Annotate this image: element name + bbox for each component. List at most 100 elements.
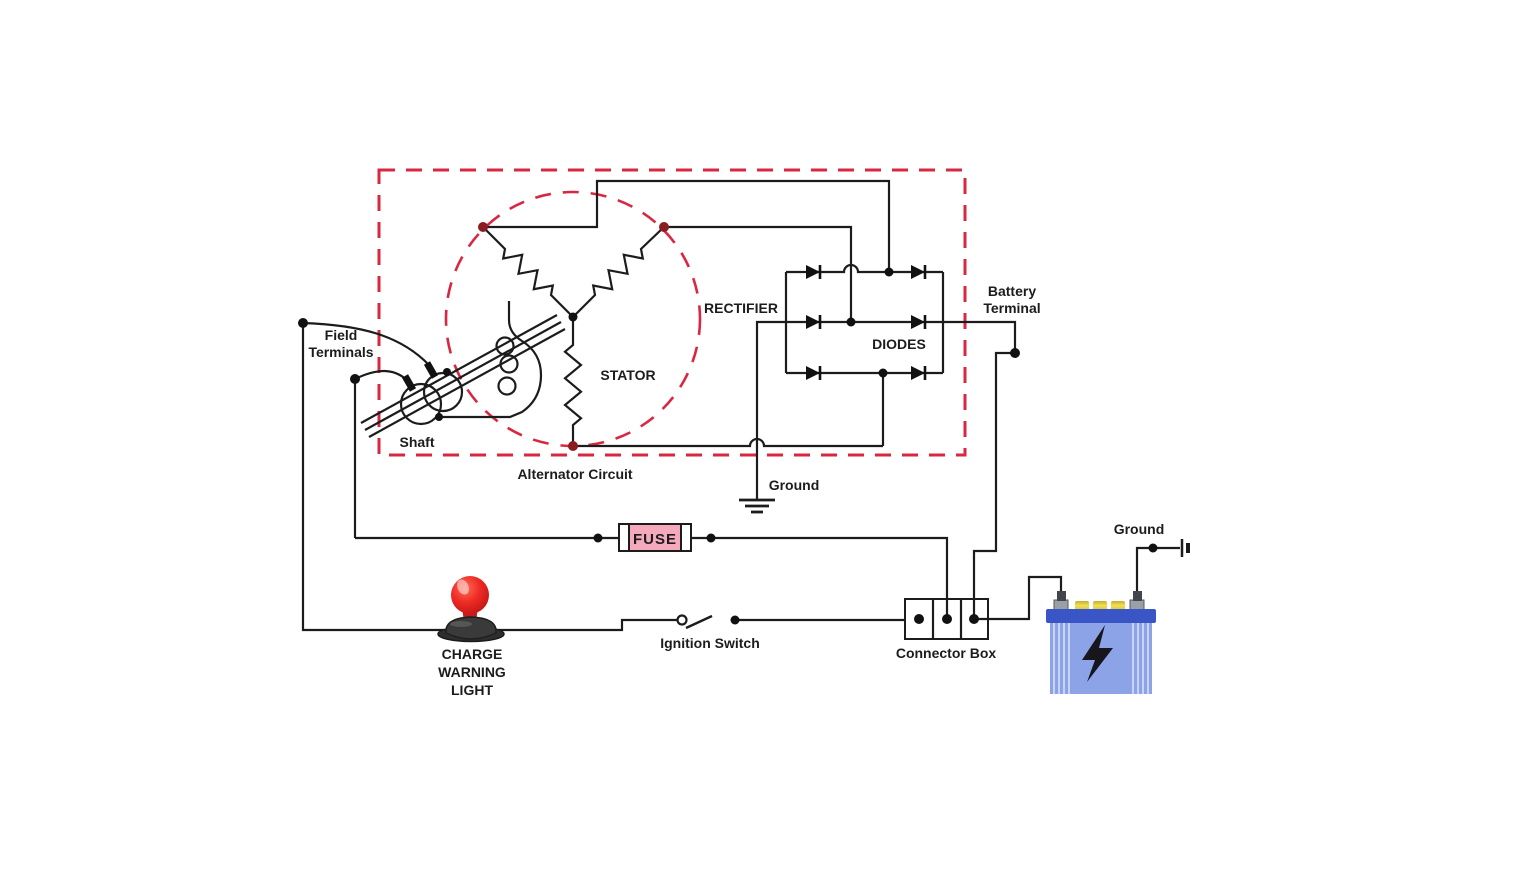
battery-terminal-top (1133, 591, 1142, 601)
stator-windings (482, 226, 665, 446)
battery-terminal-dot (1010, 348, 1020, 358)
ground-symbol-battery (1180, 539, 1190, 557)
field-terminals-label-line1: Field (325, 327, 358, 343)
connector-to-battery-wire (974, 575, 1063, 621)
ignition-switch (676, 614, 713, 630)
alternator-boundary-group (377, 168, 967, 457)
field-terminal-dot (350, 374, 360, 384)
diodes-group (806, 265, 927, 380)
shaft-label: Shaft (400, 434, 435, 450)
field-brush-curve-1 (302, 321, 430, 366)
battery-terminal-wire (943, 320, 1017, 619)
switch-pivot (676, 614, 688, 626)
fuse-wire (355, 536, 949, 619)
lightning-bolt-icon (1082, 625, 1113, 682)
stator-winding-down (563, 317, 583, 446)
stator-winding-left (482, 226, 574, 318)
alternator-circuit-label: Alternator Circuit (517, 466, 632, 482)
diode-icon (806, 265, 820, 279)
shaft-line (360, 314, 558, 424)
battery-terminal-label-line1: Battery (988, 283, 1036, 299)
charge-warning-light-label-line2: WARNING (438, 664, 506, 680)
brush (423, 361, 439, 379)
charge-warning-light-label-line1: CHARGE (442, 646, 503, 662)
light-bulb (451, 576, 489, 614)
junction-dot (884, 267, 894, 277)
connector-pin-dot (914, 614, 924, 624)
diode-icon (806, 366, 820, 380)
stator-phase-c-wire (573, 437, 883, 448)
alternator-boundary-box (377, 168, 967, 457)
fuse-end-cap (618, 523, 630, 552)
ignition-switch-label: Ignition Switch (660, 635, 760, 651)
stator-terminal-dot (568, 441, 578, 451)
battery-top-bar (1046, 609, 1156, 623)
stator-terminal-dot (659, 222, 669, 232)
slip-ring (422, 371, 464, 413)
battery-cell-cap (1075, 601, 1089, 611)
junction-dots (298, 222, 1158, 625)
shaft-line (364, 321, 562, 431)
field-terminal-dot (298, 318, 308, 328)
stator-label: STATOR (600, 367, 655, 383)
diode-icon (911, 315, 925, 329)
charge-warning-light (437, 576, 505, 643)
light-bulb-shine (457, 579, 469, 595)
rectifier-label: RECTIFIER (704, 300, 778, 316)
switch-contact-dot (730, 615, 740, 625)
stator-terminal-dot (478, 222, 488, 232)
battery-terminal-top (1057, 591, 1066, 601)
rotor-body-outline (441, 301, 543, 419)
fuse-end-cap (680, 523, 692, 552)
junction-dot (593, 533, 603, 543)
stator-winding-right (572, 226, 665, 318)
stator-phase-a-wire (483, 179, 891, 272)
light-base-highlight (450, 621, 472, 627)
switch-blade (685, 614, 713, 630)
battery-terminal-label-line2: Terminal (983, 300, 1040, 316)
bridge-top-row (786, 263, 943, 274)
battery-cell-cap (1111, 601, 1125, 611)
rotor-contact-dot (443, 368, 451, 376)
charge-warning-light-label-line3: LIGHT (451, 682, 493, 698)
rotor-coil-loop (497, 376, 517, 396)
rectifier-bridge (784, 263, 945, 380)
stator-phase-b-wire (664, 225, 853, 322)
diodes-label: DIODES (872, 336, 926, 352)
shaft-line (368, 328, 566, 438)
connector-pin-dot (942, 614, 952, 624)
ground-rectifier-label: Ground (769, 477, 820, 493)
battery-stripes (1053, 623, 1149, 694)
slip-ring (399, 382, 443, 426)
rotor-contact-dot (435, 413, 443, 421)
battery-cell-cap (1093, 601, 1107, 611)
fuse: FUSE (618, 523, 692, 552)
wires (301, 179, 1180, 632)
battery (1046, 591, 1156, 694)
ground-symbol-rectifier (739, 498, 775, 514)
junction-dot (878, 368, 888, 378)
field-terminals-label-line2: Terminals (308, 344, 373, 360)
junction-dot (706, 533, 716, 543)
field-to-light-wire (301, 323, 677, 632)
labels: Field Terminals Shaft STATOR RECTIFIER D… (308, 283, 1164, 698)
ground-battery-label: Ground (1114, 521, 1165, 537)
diode-icon (806, 315, 820, 329)
rotor-coil-loop (499, 354, 519, 374)
battery-ground-wire (1135, 546, 1180, 592)
junction-dot (1148, 543, 1158, 553)
junction-dot (846, 317, 856, 327)
fuse-label: FUSE (633, 531, 677, 548)
field-brush-curve-2 (354, 370, 410, 383)
rotor-assembly (360, 301, 566, 438)
stator-center-dot (568, 312, 578, 322)
diode-icon (911, 366, 925, 380)
connector-box-label: Connector Box (896, 645, 997, 661)
connector-pin-dot (969, 614, 979, 624)
rotor-coil-loop (495, 336, 515, 356)
light-base-dome (445, 616, 497, 640)
brush (401, 374, 417, 392)
rectifier-ground-wire (755, 320, 786, 500)
